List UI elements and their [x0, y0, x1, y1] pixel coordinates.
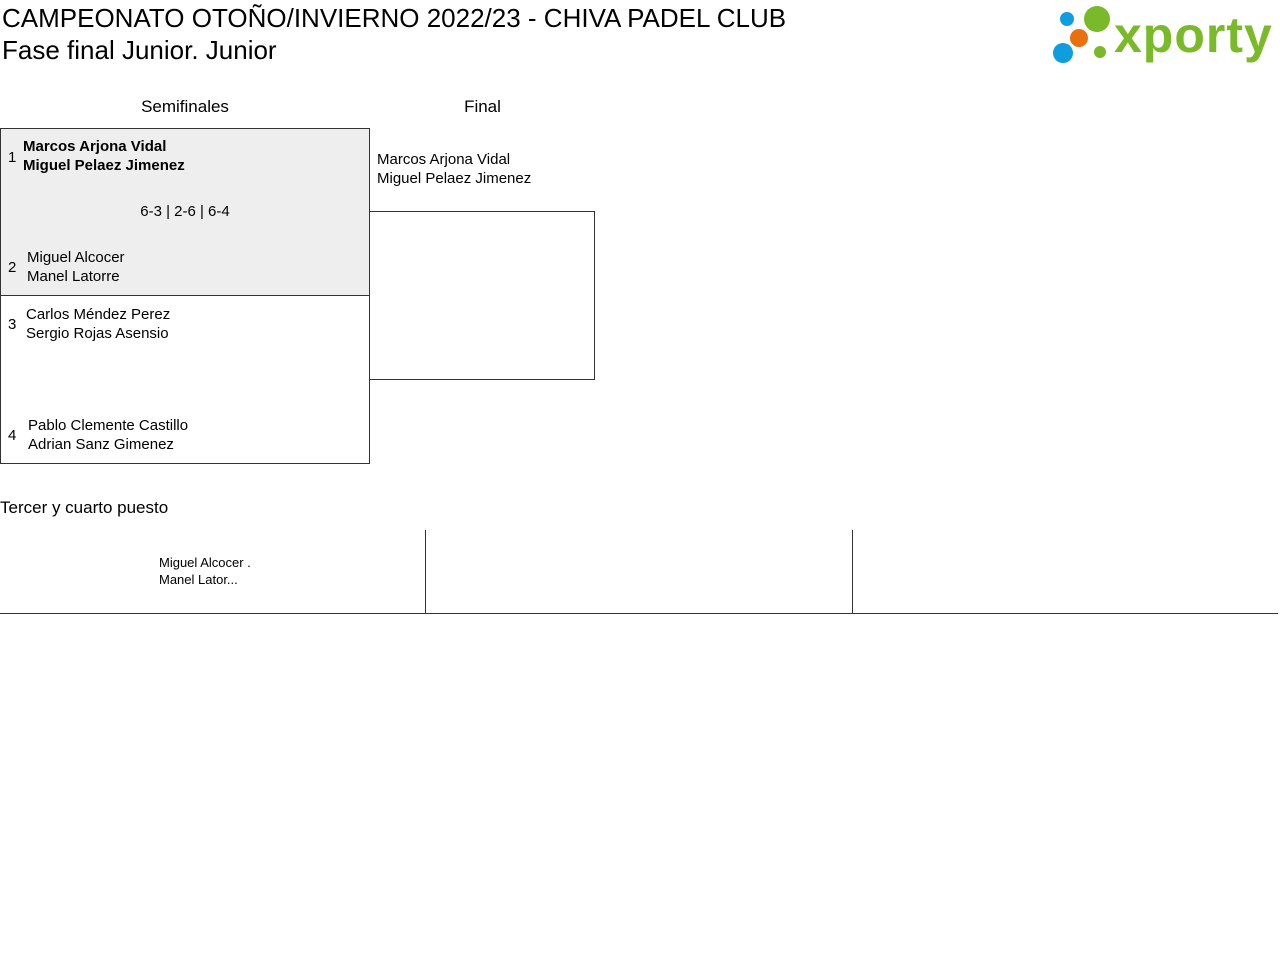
player-name: Miguel Alcocer .: [159, 555, 251, 570]
final-team: Marcos Arjona Vidal Miguel Pelaez Jimene…: [377, 150, 531, 188]
seed-number: 4: [8, 427, 17, 444]
player-name: Miguel Alcocer: [27, 249, 125, 266]
team-names: Carlos Méndez Perez Sergio Rojas Asensio: [26, 305, 170, 343]
player-name: Marcos Arjona Vidal: [23, 138, 167, 155]
round-header-semifinales: Semifinales: [141, 97, 229, 116]
match-score: 6-3 | 2-6 | 6-4: [140, 203, 230, 220]
page-title: CAMPEONATO OTOÑO/INVIERNO 2022/23 - CHIV…: [2, 3, 787, 33]
third-place-team[interactable]: Miguel Alcocer . Manel Lator...: [159, 554, 251, 588]
semifinal-match-2[interactable]: 3 Carlos Méndez Perez Sergio Rojas Asens…: [0, 295, 370, 464]
team-names: Pablo Clemente Castillo Adrian Sanz Gime…: [28, 416, 188, 454]
seed-number: 2: [8, 259, 17, 276]
bracket-divider: [852, 530, 853, 614]
player-name: Marcos Arjona Vidal: [377, 151, 511, 168]
bracket-divider: [425, 530, 426, 614]
player-name: Adrian Sanz Gimenez: [28, 436, 174, 453]
round-header-final: Final: [464, 97, 501, 116]
third-place-title: Tercer y cuarto puesto: [0, 498, 169, 517]
seed-number: 1: [8, 149, 17, 166]
team-names: Miguel Alcocer Manel Latorre: [27, 248, 125, 286]
player-name: Sergio Rojas Asensio: [26, 325, 169, 342]
logo-dots-icon: [1053, 6, 1110, 63]
player-name: Carlos Méndez Perez: [26, 306, 171, 323]
player-name: Manel Lator...: [159, 572, 238, 587]
player-name: Miguel Pelaez Jimenez: [377, 170, 532, 187]
semifinal-match-1[interactable]: 1 Marcos Arjona Vidal Miguel Pelaez Jime…: [0, 128, 370, 296]
player-name: Miguel Pelaez Jimenez: [23, 157, 185, 174]
xporty-logo[interactable]: xporty: [1050, 4, 1276, 66]
team-names: Marcos Arjona Vidal Miguel Pelaez Jimene…: [23, 137, 185, 175]
third-place-bracket: Miguel Alcocer . Manel Lator...: [0, 530, 1278, 614]
final-match[interactable]: [369, 211, 595, 380]
logo-text: xporty: [1114, 7, 1273, 63]
seed-number: 3: [8, 316, 17, 333]
player-name: Manel Latorre: [27, 268, 120, 285]
player-name: Pablo Clemente Castillo: [28, 417, 189, 434]
page-subtitle: Fase final Junior. Junior: [2, 35, 277, 65]
